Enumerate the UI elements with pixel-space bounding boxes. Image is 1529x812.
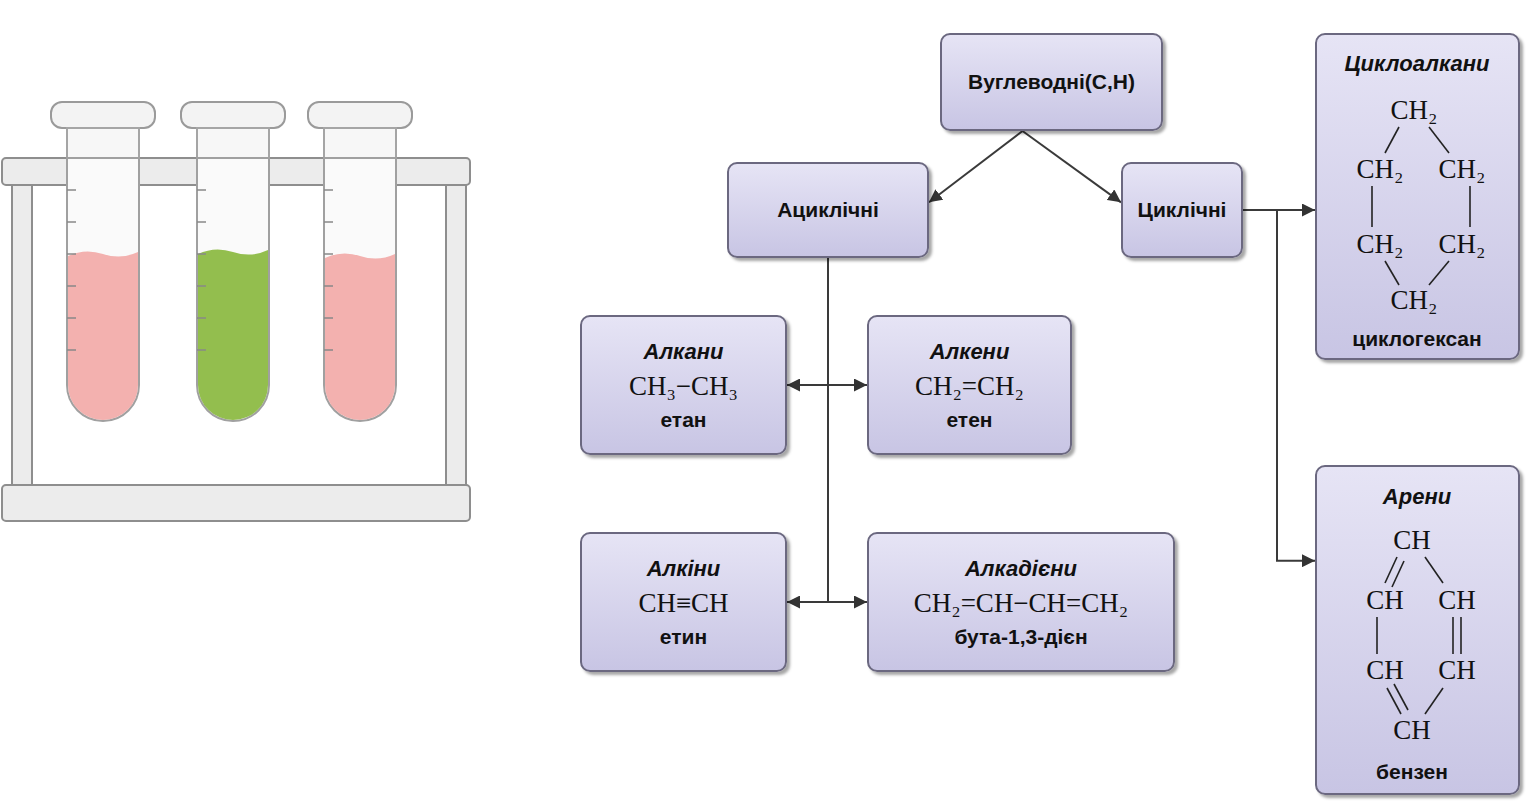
node-heading: Алкани bbox=[644, 339, 724, 365]
chemical-formula: CH bbox=[1366, 655, 1404, 686]
chemical-formula: CH₂ bbox=[1391, 95, 1438, 126]
test-tube bbox=[181, 102, 285, 421]
compound-name: етин bbox=[660, 625, 707, 649]
class-box: Циклічні bbox=[1121, 162, 1243, 258]
class-box: Вуглеводні(C,H) bbox=[940, 33, 1163, 131]
chemical-formula: CH₂ bbox=[1439, 154, 1486, 185]
connector-arrow bbox=[828, 258, 867, 602]
bond-line bbox=[1385, 261, 1399, 285]
chemical-formula: CH₂ bbox=[1357, 229, 1404, 260]
chemical-formula: CH bbox=[1366, 585, 1404, 616]
bond-line bbox=[1469, 186, 1471, 227]
chemical-formula: CH₃−CH₃ bbox=[629, 371, 738, 402]
bond-line bbox=[1394, 684, 1408, 710]
test-tube-rack bbox=[0, 0, 480, 540]
compound-name: етен bbox=[946, 408, 992, 432]
rack-post bbox=[12, 185, 32, 485]
chemical-formula: CH₂ bbox=[1357, 154, 1404, 185]
class-box: АлкадієниCH₂=CH−CH=CH₂ бута-1,3-дієн bbox=[867, 532, 1175, 672]
class-box: Ациклічні bbox=[727, 162, 929, 258]
class-box: ЦиклоалканиCH₂CH₂CH₂CH₂CH₂CH₂циклогексан bbox=[1315, 33, 1520, 360]
chemical-formula: CH bbox=[1438, 585, 1476, 616]
chemical-formula: CH₂=CH−CH=CH₂ bbox=[914, 588, 1129, 619]
chemical-formula: CH bbox=[1438, 655, 1476, 686]
ring-bonds bbox=[1317, 467, 1522, 797]
bond-line bbox=[1392, 561, 1404, 587]
class-box: АлкіниCH≡CH етин bbox=[580, 532, 787, 672]
bond-line bbox=[1452, 617, 1454, 654]
bond-line bbox=[1460, 617, 1462, 654]
compound-name: етан bbox=[660, 408, 706, 432]
bond-line bbox=[1425, 688, 1443, 714]
node-heading: Арени bbox=[1383, 484, 1451, 510]
node-heading: Алкени bbox=[930, 339, 1010, 365]
bond-line bbox=[1429, 127, 1449, 153]
chemical-formula: CH₂=CH₂ bbox=[915, 371, 1024, 402]
compound-name: бута-1,3-дієн bbox=[954, 625, 1087, 649]
node-heading: Алкіни bbox=[647, 556, 721, 582]
connector-arrow bbox=[1243, 210, 1315, 561]
test-tube bbox=[51, 102, 155, 421]
chemical-formula: CH₂ bbox=[1391, 285, 1438, 316]
connector-arrow bbox=[1023, 131, 1121, 202]
test-tube bbox=[308, 102, 412, 421]
compound-name: бензен bbox=[1376, 760, 1448, 784]
class-label: Ациклічні bbox=[777, 198, 879, 222]
node-heading: Алкадієни bbox=[965, 556, 1077, 582]
class-box: АлкениCH₂=CH₂ етен bbox=[867, 315, 1072, 455]
class-label: Циклічні bbox=[1138, 198, 1227, 222]
class-box: АрениCHCHCHCHCHCHбензен bbox=[1315, 465, 1520, 795]
bond-line bbox=[1425, 557, 1443, 583]
rack-post bbox=[446, 185, 466, 485]
connector-arrow bbox=[828, 258, 867, 385]
chemical-formula: CH≡CH bbox=[638, 588, 728, 619]
bond-line bbox=[1371, 186, 1373, 227]
chemical-formula: CH₂ bbox=[1439, 229, 1486, 260]
bond-line bbox=[1376, 617, 1378, 654]
bond-line bbox=[1385, 127, 1399, 153]
bond-line bbox=[1429, 261, 1449, 285]
chemical-formula: CH bbox=[1393, 715, 1431, 746]
class-box: АлканиCH₃−CH₃ етан bbox=[580, 315, 787, 455]
connector-arrow bbox=[787, 258, 828, 385]
node-heading: Циклоалкани bbox=[1345, 51, 1490, 77]
chemical-formula: CH bbox=[1393, 525, 1431, 556]
class-label: Вуглеводні(C,H) bbox=[968, 70, 1135, 94]
connector-arrow bbox=[929, 131, 1023, 202]
rack-bottom-bar bbox=[2, 485, 470, 521]
compound-name: циклогексан bbox=[1352, 327, 1481, 351]
connector-arrow bbox=[787, 258, 828, 602]
